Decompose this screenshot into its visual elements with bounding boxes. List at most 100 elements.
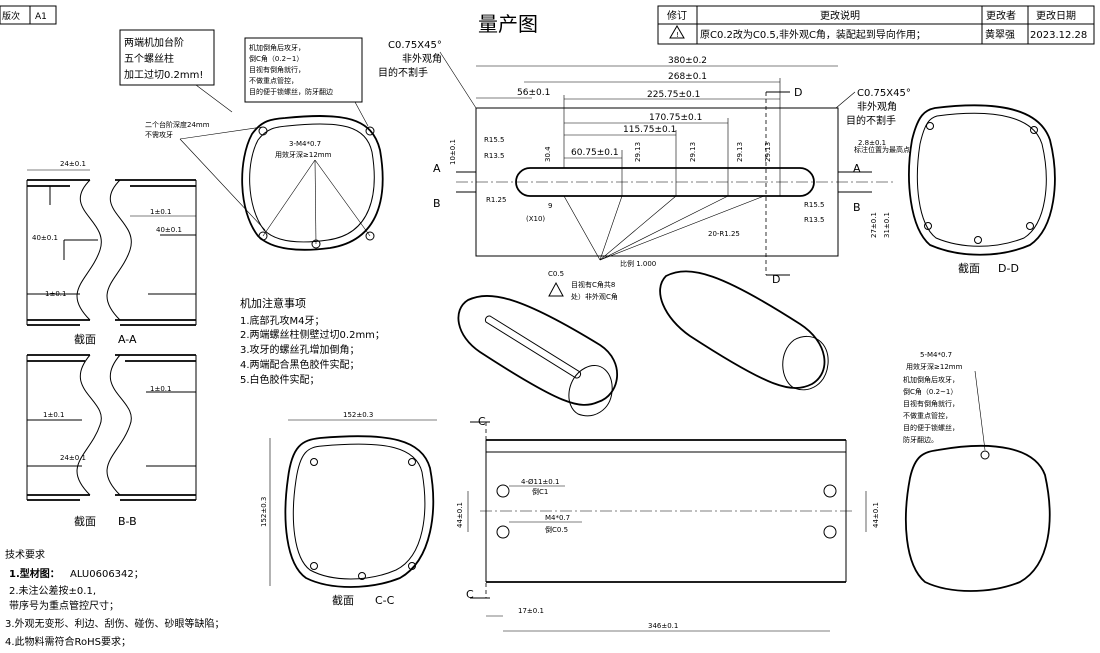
svg-text:不需攻牙: 不需攻牙 <box>145 130 173 139</box>
svg-text:24±0.1: 24±0.1 <box>60 160 86 168</box>
svg-text:不做重点管控，: 不做重点管控， <box>903 411 952 420</box>
version-label: 版次 <box>2 10 20 22</box>
svg-text:5.白色胶件实配；: 5.白色胶件实配； <box>240 373 320 386</box>
svg-text:346±0.1: 346±0.1 <box>648 622 678 630</box>
svg-text:C: C <box>466 588 474 601</box>
c075-callout-left: C0.75X45° 非外观角 目的不割手 <box>378 40 477 109</box>
svg-text:27±0.1: 27±0.1 <box>870 212 878 238</box>
svg-text:目的便于锁螺丝，: 目的便于锁螺丝， <box>903 423 959 432</box>
svg-text:30.4: 30.4 <box>544 146 552 162</box>
svg-text:2.未注公差按±0.1,: 2.未注公差按±0.1, <box>9 584 96 597</box>
step-depth-note: 二个台阶深度24mm 不需攻牙 <box>145 120 266 231</box>
svg-text:截面: 截面 <box>74 332 96 346</box>
svg-text:ALU0606342；: ALU0606342； <box>70 569 144 580</box>
svg-text:152±0.3: 152±0.3 <box>260 497 268 527</box>
svg-text:倒C1: 倒C1 <box>532 487 548 496</box>
end-view-right: 5-M4*0.7 用效牙深≥12mm 机加倒角后攻牙， 倒C角（0.2~1） 目… <box>903 351 1051 592</box>
rev-header-rev: 修订 <box>667 9 687 22</box>
svg-text:44±0.1: 44±0.1 <box>872 502 880 528</box>
svg-text:!: ! <box>676 31 679 39</box>
svg-text:B: B <box>433 197 441 210</box>
svg-text:24±0.1: 24±0.1 <box>60 454 86 462</box>
svg-text:B: B <box>853 201 861 214</box>
svg-text:目的便于锁螺丝，防牙翻边: 目的便于锁螺丝，防牙翻边 <box>249 87 333 96</box>
svg-text:1±0.1: 1±0.1 <box>45 290 66 298</box>
svg-text:截面: 截面 <box>332 593 354 607</box>
technical-requirements: 技术要求 1.型材图： ALU0606342； 2.未注公差按±0.1, 带序号… <box>5 548 225 648</box>
svg-text:机加倒角后攻牙，: 机加倒角后攻牙， <box>249 43 305 52</box>
isometric-view-right <box>659 270 829 391</box>
svg-text:2.8±0.1: 2.8±0.1 <box>858 139 886 147</box>
svg-text:44±0.1: 44±0.1 <box>456 502 464 528</box>
section-cc: 152±0.3 152±0.3 截面 C-C <box>260 411 437 607</box>
svg-text:4-Ø11±0.1: 4-Ø11±0.1 <box>521 478 559 486</box>
version-block: 版次 A1 <box>0 5 57 25</box>
svg-text:380±0.2: 380±0.2 <box>668 56 707 66</box>
svg-text:C0.75X45°: C0.75X45° <box>388 40 442 51</box>
svg-text:29.13: 29.13 <box>736 142 744 162</box>
svg-text:截面: 截面 <box>74 514 96 528</box>
position-note: 标注位置为最高点 <box>854 145 910 154</box>
svg-text:268±0.1: 268±0.1 <box>668 72 707 82</box>
rev-author: 黄翠强 <box>985 28 1015 41</box>
isometric-view-left <box>457 295 618 417</box>
svg-text:(X10): (X10) <box>526 215 545 223</box>
rev-header-date: 更改日期 <box>1036 9 1076 22</box>
svg-text:倒C0.5: 倒C0.5 <box>545 525 568 534</box>
svg-text:C0.75X45°: C0.75X45° <box>857 88 911 99</box>
svg-text:D: D <box>772 273 780 286</box>
revision-table: 修订 更改说明 更改者 更改日期 ! 原C0.2改为C0.5,非外观C角，装配起… <box>657 5 1095 45</box>
svg-text:A: A <box>433 162 441 175</box>
step-callout: 两端机加台阶 五个螺丝柱 加工过切0.2mm! <box>119 29 233 113</box>
svg-text:29.13: 29.13 <box>634 142 642 162</box>
svg-text:C0.5: C0.5 <box>548 270 564 278</box>
svg-text:2.两端螺丝柱侧壁过切0.2mm；: 2.两端螺丝柱侧壁过切0.2mm； <box>240 328 385 341</box>
svg-text:1±0.1: 1±0.1 <box>150 385 171 393</box>
svg-text:1±0.1: 1±0.1 <box>150 208 171 216</box>
version-value: A1 <box>35 12 47 22</box>
drawing-title: 量产图 <box>478 12 538 36</box>
svg-text:9: 9 <box>548 202 552 210</box>
svg-text:带序号为重点管控尺寸；: 带序号为重点管控尺寸； <box>9 599 119 612</box>
svg-text:3.外观无变形、利边、刮伤、碰伤、砂眼等缺陷；: 3.外观无变形、利边、刮伤、碰伤、砂眼等缺陷； <box>5 617 225 630</box>
svg-text:用效牙深≥12mm: 用效牙深≥12mm <box>906 362 963 371</box>
svg-text:40±0.1: 40±0.1 <box>32 234 58 242</box>
chamfer-callout-top: 机加倒角后攻牙， 倒C角（0.2~1） 目视有倒角就行， 不做重点管控， 目的便… <box>244 37 369 127</box>
svg-text:A: A <box>853 162 861 175</box>
svg-text:60.75±0.1: 60.75±0.1 <box>571 148 619 158</box>
section-bb: 1±0.1 1±0.1 24±0.1 截面 B-B <box>26 354 197 528</box>
svg-text:R1.25: R1.25 <box>486 196 506 204</box>
svg-text:31±0.1: 31±0.1 <box>883 212 891 238</box>
svg-text:目的不割手: 目的不割手 <box>846 114 896 127</box>
c075-callout-right: C0.75X45° 非外观角 目的不割手 <box>835 88 911 127</box>
svg-text:5-M4*0.7: 5-M4*0.7 <box>920 351 952 359</box>
svg-text:截面: 截面 <box>958 261 980 275</box>
svg-text:1.型材图：: 1.型材图： <box>9 567 60 580</box>
section-dd: 截面 D-D <box>908 104 1056 275</box>
rev-description: 原C0.2改为C0.5,非外观C角，装配起到导向作用； <box>700 28 926 41</box>
svg-text:M4*0.7: M4*0.7 <box>545 514 570 522</box>
svg-text:机加注意事项: 机加注意事项 <box>240 296 306 310</box>
svg-text:C-C: C-C <box>375 594 395 607</box>
svg-text:非外观角: 非外观角 <box>857 101 897 113</box>
svg-text:B-B: B-B <box>118 515 137 528</box>
svg-text:29.13: 29.13 <box>689 142 697 162</box>
svg-text:17±0.1: 17±0.1 <box>518 607 544 615</box>
svg-text:用效牙深≥12mm: 用效牙深≥12mm <box>275 150 332 159</box>
svg-text:倒C角（0.2~1）: 倒C角（0.2~1） <box>249 54 303 63</box>
svg-text:56±0.1: 56±0.1 <box>517 88 550 98</box>
svg-text:防牙翻边。: 防牙翻边。 <box>903 435 938 444</box>
svg-text:C: C <box>478 415 486 428</box>
svg-text:处）非外观C角: 处）非外观C角 <box>571 292 618 301</box>
svg-text:R15.5: R15.5 <box>484 136 504 144</box>
svg-text:R15.5: R15.5 <box>804 201 824 209</box>
rev-date: 2023.12.28 <box>1030 30 1087 41</box>
section-aa: 24±0.1 1±0.1 40±0.1 40±0.1 1±0.1 截面 A-A <box>26 160 197 346</box>
svg-text:两端机加台阶: 两端机加台阶 <box>124 36 184 49</box>
svg-text:倒C角（0.2~1）: 倒C角（0.2~1） <box>903 387 957 396</box>
top-plan-view: 380±0.2 268±0.1 56±0.1 225.75±0.1 170.75… <box>433 56 896 286</box>
svg-text:目视有C角共8: 目视有C角共8 <box>571 280 615 289</box>
svg-text:3-M4*0.7: 3-M4*0.7 <box>289 140 321 148</box>
svg-text:加工过切0.2mm!: 加工过切0.2mm! <box>124 68 203 81</box>
svg-text:技术要求: 技术要求 <box>5 548 45 561</box>
